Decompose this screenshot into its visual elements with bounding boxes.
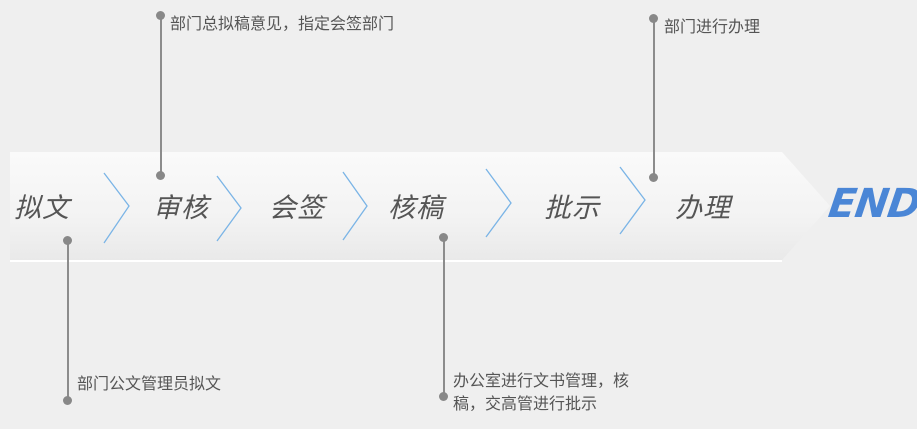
leader-line-draft: [67, 241, 69, 401]
band-arrow-shape: [10, 152, 830, 260]
chevron-right-icon: [485, 168, 512, 238]
step-review: 审核: [153, 193, 209, 224]
note-handle: 部门进行办理: [664, 17, 761, 36]
chevron-right-icon: [103, 172, 130, 244]
note-draft: 部门公文管理员拟文: [77, 374, 222, 393]
leader-dot-handle-bottom: [649, 173, 658, 182]
leader-dot-proofread-top: [439, 233, 448, 242]
chevron-right-icon: [342, 171, 368, 241]
note-review: 部门总拟稿意见，指定会签部门: [170, 14, 395, 33]
step-draft: 拟文: [14, 193, 70, 224]
step-proofread: 核稿: [388, 193, 444, 224]
step-approve: 批示: [544, 193, 600, 224]
leader-dot-proofread-bottom: [439, 392, 448, 401]
note-proofread-line2: 稿，交高管进行批示: [453, 394, 598, 413]
leader-line-review: [160, 15, 162, 175]
chevron-right-icon: [619, 166, 646, 235]
note-proofread-line1: 办公室进行文书管理，核: [453, 371, 630, 390]
leader-dot-draft-bottom: [63, 396, 72, 405]
note-proofread: 办公室进行文书管理，核 稿，交高管进行批示: [453, 369, 629, 415]
step-handle: 办理: [675, 193, 731, 224]
chevron-right-icon: [216, 175, 242, 242]
leader-dot-review-top: [156, 11, 165, 20]
leader-line-handle: [653, 18, 655, 178]
leader-line-proofread: [443, 237, 445, 397]
leader-dot-draft-top: [63, 236, 72, 245]
end-label: END: [825, 181, 917, 227]
step-countersign: 会签: [269, 193, 325, 224]
leader-dot-review-bottom: [156, 171, 165, 180]
leader-dot-handle-top: [649, 14, 658, 23]
